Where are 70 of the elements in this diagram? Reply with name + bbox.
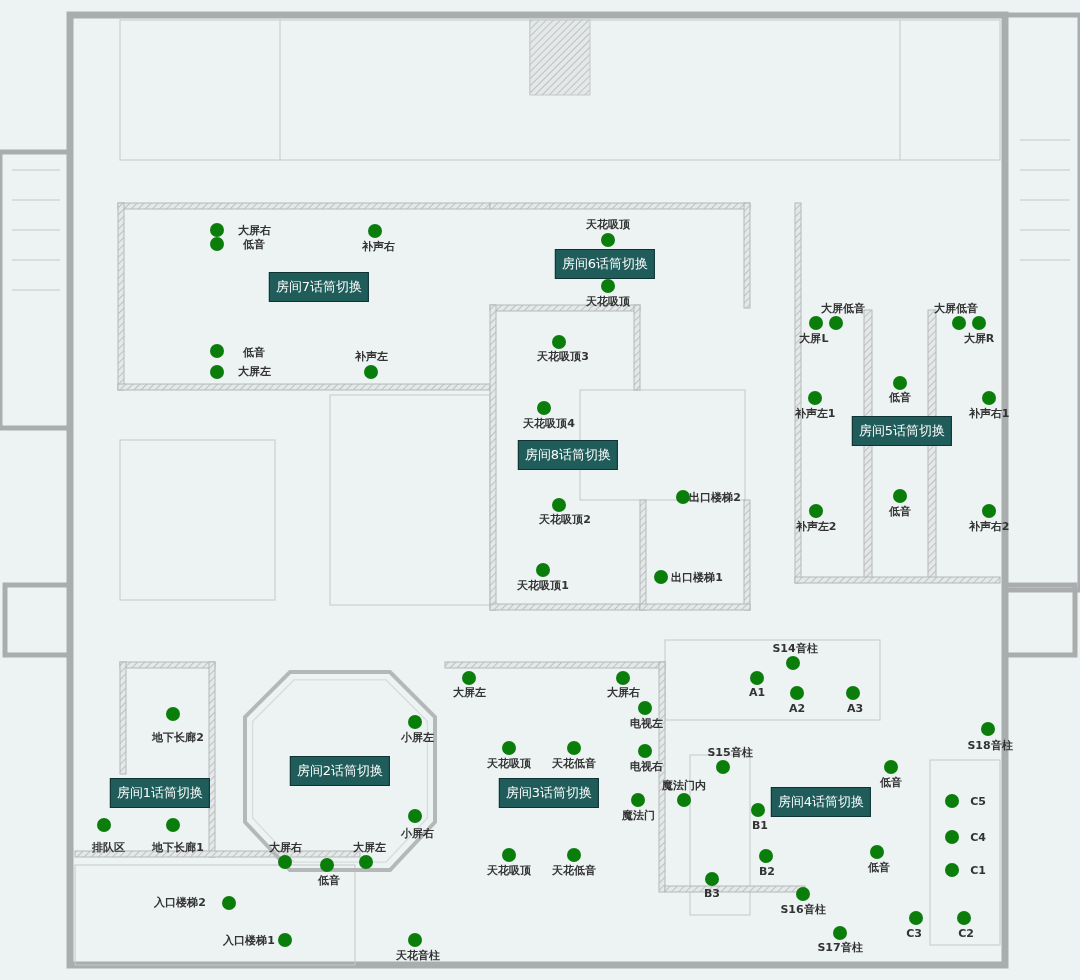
speaker-label: 低音: [318, 873, 340, 887]
speaker-label: S16音柱: [780, 902, 826, 916]
speaker-label: 小屏左: [400, 730, 434, 744]
speaker-label: 电视右: [629, 759, 663, 773]
speaker-label: 天花吸顶1: [517, 578, 569, 592]
room-switch-label: 房间7话筒切换: [268, 272, 370, 302]
speaker-label: 出口楼梯2: [689, 490, 741, 504]
speaker-label: 出口楼梯1: [671, 570, 723, 584]
speaker-label: 补声左: [354, 349, 388, 363]
speaker-label: S17音柱: [817, 940, 863, 954]
speaker-label: 补声左1: [794, 406, 836, 420]
speaker-label: 低音: [868, 860, 890, 874]
speaker-label: 天花吸顶: [487, 756, 531, 770]
speaker-label: B1: [752, 818, 768, 832]
speaker-label: C2: [958, 926, 974, 940]
speaker-label: C1: [970, 863, 986, 877]
speaker-label: C5: [970, 794, 986, 808]
speaker-label: 低音: [243, 345, 265, 359]
room-switch-label: 房间4话筒切换: [770, 787, 872, 817]
speaker-label: C3: [906, 926, 922, 940]
speaker-label: 大屏低音: [934, 301, 978, 315]
speaker-label: A2: [788, 701, 806, 715]
speaker-label: B3: [704, 886, 720, 900]
speaker-label: 大屏低音: [821, 301, 865, 315]
speaker-label: 大屏L: [799, 331, 829, 345]
speaker-label: S18音柱: [967, 738, 1013, 752]
speaker-label: 天花吸顶: [586, 217, 630, 231]
speaker-label: 入口楼梯2: [154, 895, 206, 909]
speaker-label: 补声左2: [795, 519, 837, 533]
speaker-label: 低音: [889, 390, 911, 404]
speaker-label: 大屏右: [606, 685, 640, 699]
room-switch-label: 房间5话筒切换: [851, 416, 953, 446]
room-switch-label: 房间6话筒切换: [554, 249, 656, 279]
speaker-label: 低音: [880, 775, 902, 789]
speaker-label: 地下长廊1: [152, 840, 204, 854]
room-switch-label: 房间3话筒切换: [498, 778, 600, 808]
speaker-label: 天花吸顶: [586, 294, 630, 308]
speaker-label: 补声右2: [968, 519, 1010, 533]
speaker-label: 魔法门: [621, 808, 655, 822]
speaker-label: S14音柱: [772, 641, 818, 655]
speaker-label: 大屏右: [237, 223, 271, 237]
room-switch-label: 房间8话筒切换: [517, 440, 619, 470]
speaker-label: 低音: [243, 237, 265, 251]
speaker-label: 补声右1: [968, 406, 1010, 420]
room-switch-label: 房间2话筒切换: [289, 756, 391, 786]
speaker-label: 排队区: [91, 840, 125, 854]
speaker-label: 电视左: [629, 716, 663, 730]
speaker-label: B2: [759, 864, 775, 878]
speaker-label: 大屏左: [352, 840, 386, 854]
speaker-label: 大屏左: [237, 364, 271, 378]
speaker-label: 入口楼梯1: [223, 933, 275, 947]
speaker-label: 小屏右: [400, 826, 434, 840]
speaker-label: S15音柱: [707, 745, 753, 759]
speaker-label: 天花吸顶2: [539, 512, 591, 526]
speaker-label: 大屏左: [452, 685, 486, 699]
speaker-label: 天花吸顶4: [523, 416, 575, 430]
speaker-label: 天花吸顶: [487, 863, 531, 877]
speaker-label: 大屏右: [268, 840, 302, 854]
speaker-label: 地下长廊2: [152, 730, 204, 744]
speaker-label: A3: [846, 701, 864, 715]
speaker-label: 天花音柱: [396, 948, 440, 962]
speaker-label: A1: [748, 685, 766, 699]
speaker-label: 天花吸顶3: [537, 349, 589, 363]
room-switch-label: 房间1话筒切换: [109, 778, 211, 808]
speaker-label: 补声右: [361, 239, 395, 253]
speaker-label: 低音: [889, 504, 911, 518]
speaker-label: 魔法门内: [662, 778, 706, 792]
speaker-label: 天花低音: [552, 863, 596, 877]
speaker-label: 大屏R: [963, 331, 995, 345]
speaker-label: C4: [970, 830, 986, 844]
